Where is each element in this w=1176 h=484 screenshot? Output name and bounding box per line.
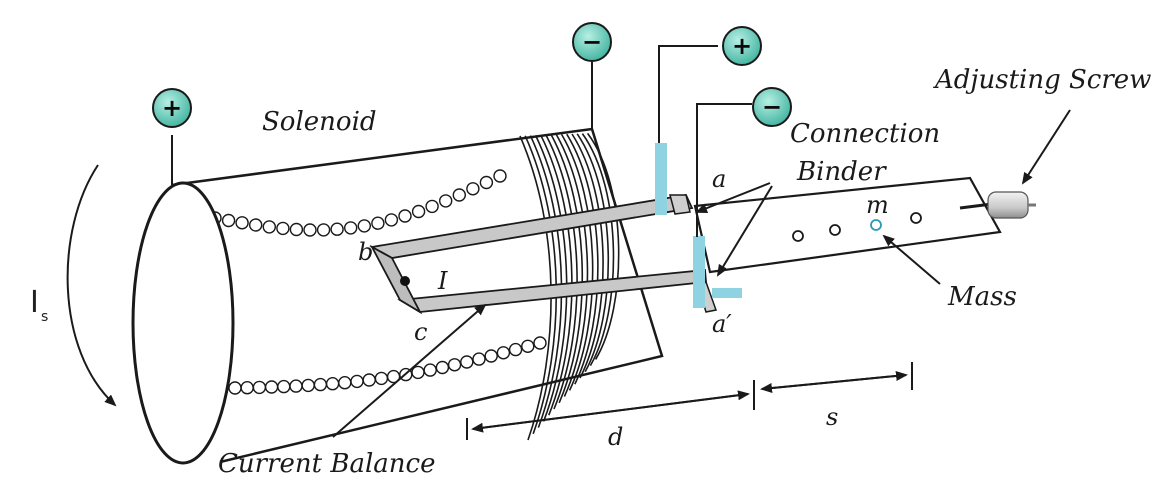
winding-loop xyxy=(581,133,615,366)
solenoid-current-arrow xyxy=(66,164,117,407)
terminal-label: + xyxy=(162,94,182,122)
winding-bead xyxy=(411,204,426,219)
connection-binder-highlights xyxy=(655,143,742,308)
distance-markers xyxy=(466,362,913,440)
winding-bead xyxy=(313,377,328,392)
label-point-b: b xyxy=(358,238,373,266)
winding-bead xyxy=(479,175,494,190)
label-binder: Binder xyxy=(796,157,887,187)
winding-bead xyxy=(484,349,498,363)
winding-loop xyxy=(550,134,584,404)
label-current-is-subscript: s xyxy=(41,309,48,325)
label-connection: Connection xyxy=(790,119,940,149)
winding-bead xyxy=(460,355,474,369)
winding-loop xyxy=(545,134,578,410)
winding-bead xyxy=(493,169,507,183)
winding-bead xyxy=(264,380,279,394)
winding-bead xyxy=(362,373,376,387)
solenoid-bead-row-top xyxy=(208,169,507,237)
winding-bead xyxy=(301,378,315,393)
solenoid xyxy=(131,127,664,465)
winding-bead xyxy=(228,381,242,395)
terminal-label: − xyxy=(762,93,782,121)
winding-bead xyxy=(338,376,352,390)
terminal-balance-minus: − xyxy=(752,87,792,127)
winding-bead xyxy=(374,371,389,386)
solenoid-bead-row-bottom xyxy=(228,336,547,395)
terminal-label: − xyxy=(582,28,602,56)
winding-bead xyxy=(508,342,523,357)
label-mass: Mass xyxy=(947,282,1017,312)
winding-bead xyxy=(411,365,425,380)
winding-bead xyxy=(350,374,364,389)
winding-bead xyxy=(289,222,304,237)
solenoid-windings xyxy=(519,132,620,441)
winding-bead xyxy=(439,194,453,208)
winding-bead xyxy=(289,379,303,393)
pointer-arrows xyxy=(332,109,1071,438)
winding-bead xyxy=(496,346,511,360)
winding-bead xyxy=(472,352,486,366)
current-balance-frame xyxy=(369,194,717,315)
winding-bead xyxy=(221,213,236,228)
winding-loop xyxy=(576,133,610,373)
winding-loop xyxy=(555,134,589,397)
terminal-balance-plus: + xyxy=(722,26,762,66)
solenoid-body xyxy=(171,127,664,464)
winding-bead xyxy=(466,182,480,196)
label-current-is: I xyxy=(30,285,39,320)
winding-loop xyxy=(534,135,568,422)
winding-bead xyxy=(357,219,371,233)
winding-bead xyxy=(303,223,317,237)
winding-bead xyxy=(252,380,267,395)
winding-bead xyxy=(325,377,340,391)
terminal-solenoid-minus: − xyxy=(572,22,612,62)
terminal-solenoid-plus: + xyxy=(152,88,192,128)
winding-bead xyxy=(276,221,290,236)
winding-bead xyxy=(533,336,547,350)
winding-loop xyxy=(566,133,599,385)
winding-bead xyxy=(316,223,331,237)
label-adjusting-screw: Adjusting Screw xyxy=(933,65,1151,95)
adjusting-screw xyxy=(959,191,1036,219)
winding-bead xyxy=(425,199,439,214)
conductor-dot xyxy=(400,276,410,286)
winding-loop xyxy=(529,135,563,428)
winding-bead xyxy=(371,216,385,230)
winding-bead xyxy=(398,209,412,223)
label-current-i: I xyxy=(437,267,448,295)
winding-bead xyxy=(521,339,535,353)
winding-bead xyxy=(248,218,263,232)
solenoid-end-face xyxy=(131,181,235,465)
winding-bead xyxy=(344,221,358,235)
winding-bead xyxy=(423,363,437,377)
winding-bead xyxy=(447,358,462,372)
winding-loop xyxy=(586,132,620,360)
beam-holes xyxy=(792,212,922,242)
label-point-a: a xyxy=(712,165,726,193)
winding-bead xyxy=(262,220,276,234)
terminal-wires xyxy=(171,45,752,237)
winding-bead xyxy=(435,360,450,375)
winding-bead xyxy=(235,216,249,230)
winding-loop xyxy=(571,133,604,379)
winding-bead xyxy=(240,381,254,395)
winding-bead xyxy=(384,213,399,227)
label-current-balance: Current Balance xyxy=(218,449,435,479)
label-distance-d: d xyxy=(608,423,623,451)
label-distance-s: s xyxy=(826,403,838,431)
winding-loop xyxy=(540,134,573,416)
winding-loop xyxy=(560,133,594,391)
label-solenoid: Solenoid xyxy=(262,107,377,137)
label-mass-m: m xyxy=(866,191,889,219)
winding-bead xyxy=(277,379,291,394)
winding-bead xyxy=(330,222,344,236)
label-point-a-prime: a′ xyxy=(712,310,732,338)
label-point-c: c xyxy=(414,318,427,346)
terminal-label: + xyxy=(732,32,752,60)
balance-beam xyxy=(693,176,1002,274)
winding-bead xyxy=(452,188,466,202)
